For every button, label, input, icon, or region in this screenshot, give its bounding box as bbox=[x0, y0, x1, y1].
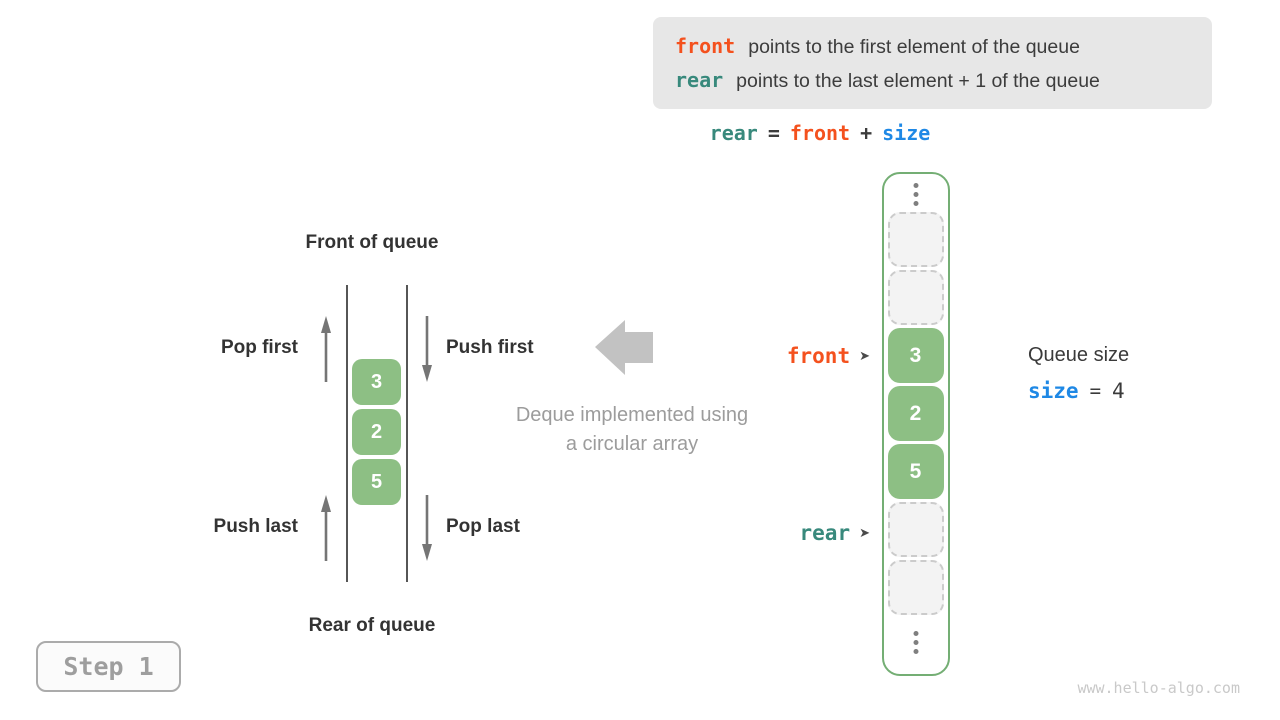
rear-pointer-arrow-icon: ➤ bbox=[859, 525, 870, 541]
pointer-info-box: front points to the first element of the… bbox=[653, 17, 1212, 109]
deque-caption-line2: a circular array bbox=[565, 433, 699, 455]
array-cell-empty-1 bbox=[887, 212, 944, 267]
front-pointer: front ➤ bbox=[690, 341, 870, 371]
array-cell-last: 5 bbox=[887, 444, 944, 499]
queue-channel-left-line bbox=[346, 285, 348, 582]
formula-equals: = bbox=[767, 121, 780, 145]
push-first-label: Push first bbox=[446, 337, 534, 358]
array-cell-middle: 2 bbox=[887, 386, 944, 441]
size-value: 4 bbox=[1112, 379, 1125, 403]
pop-last-down-arrow-icon bbox=[422, 495, 432, 561]
rear-description: points to the last element + 1 of the qu… bbox=[736, 69, 1100, 92]
push-last-label: Push last bbox=[213, 516, 298, 537]
array-cell-empty-2 bbox=[887, 270, 944, 325]
rear-info-line: rear points to the last element + 1 of t… bbox=[675, 68, 1212, 93]
formula-rear: rear bbox=[709, 121, 758, 145]
queue-cell-3: 3 bbox=[352, 359, 401, 405]
size-equals: = bbox=[1089, 380, 1102, 402]
queue-cell-5: 5 bbox=[352, 459, 401, 505]
pop-first-up-arrow-icon bbox=[321, 316, 331, 382]
formula-front: front bbox=[789, 121, 851, 145]
pop-last-label: Pop last bbox=[446, 516, 520, 537]
watermark: www.hello-algo.com bbox=[1077, 679, 1240, 697]
rear-front-size-formula: rear = front + size bbox=[655, 121, 985, 145]
size-keyword: size bbox=[1028, 379, 1079, 403]
bottom-ellipsis-icon bbox=[913, 631, 919, 654]
left-block-arrow-icon bbox=[595, 320, 653, 375]
queue-size-label: Queue size bbox=[1028, 344, 1130, 366]
deque-caption-line1: Deque implemented using bbox=[515, 404, 749, 426]
queue-size-value-line: size = 4 bbox=[1028, 379, 1125, 403]
rear-pointer-label: rear bbox=[799, 521, 851, 545]
push-last-up-arrow-icon bbox=[321, 495, 331, 561]
queue-channel-right-line bbox=[406, 285, 408, 582]
step-badge: Step 1 bbox=[36, 641, 181, 692]
push-first-down-arrow-icon bbox=[422, 316, 432, 382]
front-info-line: front points to the first element of the… bbox=[675, 34, 1212, 59]
queue-cell-2: 2 bbox=[352, 409, 401, 455]
front-keyword: front bbox=[675, 33, 736, 58]
front-pointer-label: front bbox=[786, 344, 851, 368]
circular-array-container: 3 2 5 bbox=[882, 172, 950, 676]
formula-plus: + bbox=[860, 121, 873, 145]
array-cell-empty-3 bbox=[887, 560, 944, 615]
pop-first-label: Pop first bbox=[220, 337, 298, 358]
front-pointer-arrow-icon: ➤ bbox=[859, 348, 870, 364]
front-of-queue-label: Front of queue bbox=[305, 232, 439, 253]
deque-caption: Deque implemented using a circular array bbox=[482, 401, 782, 459]
formula-size: size bbox=[882, 121, 931, 145]
front-description: points to the first element of the queue bbox=[748, 35, 1080, 58]
array-cell-front: 3 bbox=[887, 328, 944, 383]
array-cell-rear bbox=[887, 502, 944, 557]
top-ellipsis-icon bbox=[913, 183, 919, 206]
rear-of-queue-label: Rear of queue bbox=[308, 615, 436, 636]
rear-pointer: rear ➤ bbox=[690, 518, 870, 548]
rear-keyword: rear bbox=[675, 67, 724, 92]
